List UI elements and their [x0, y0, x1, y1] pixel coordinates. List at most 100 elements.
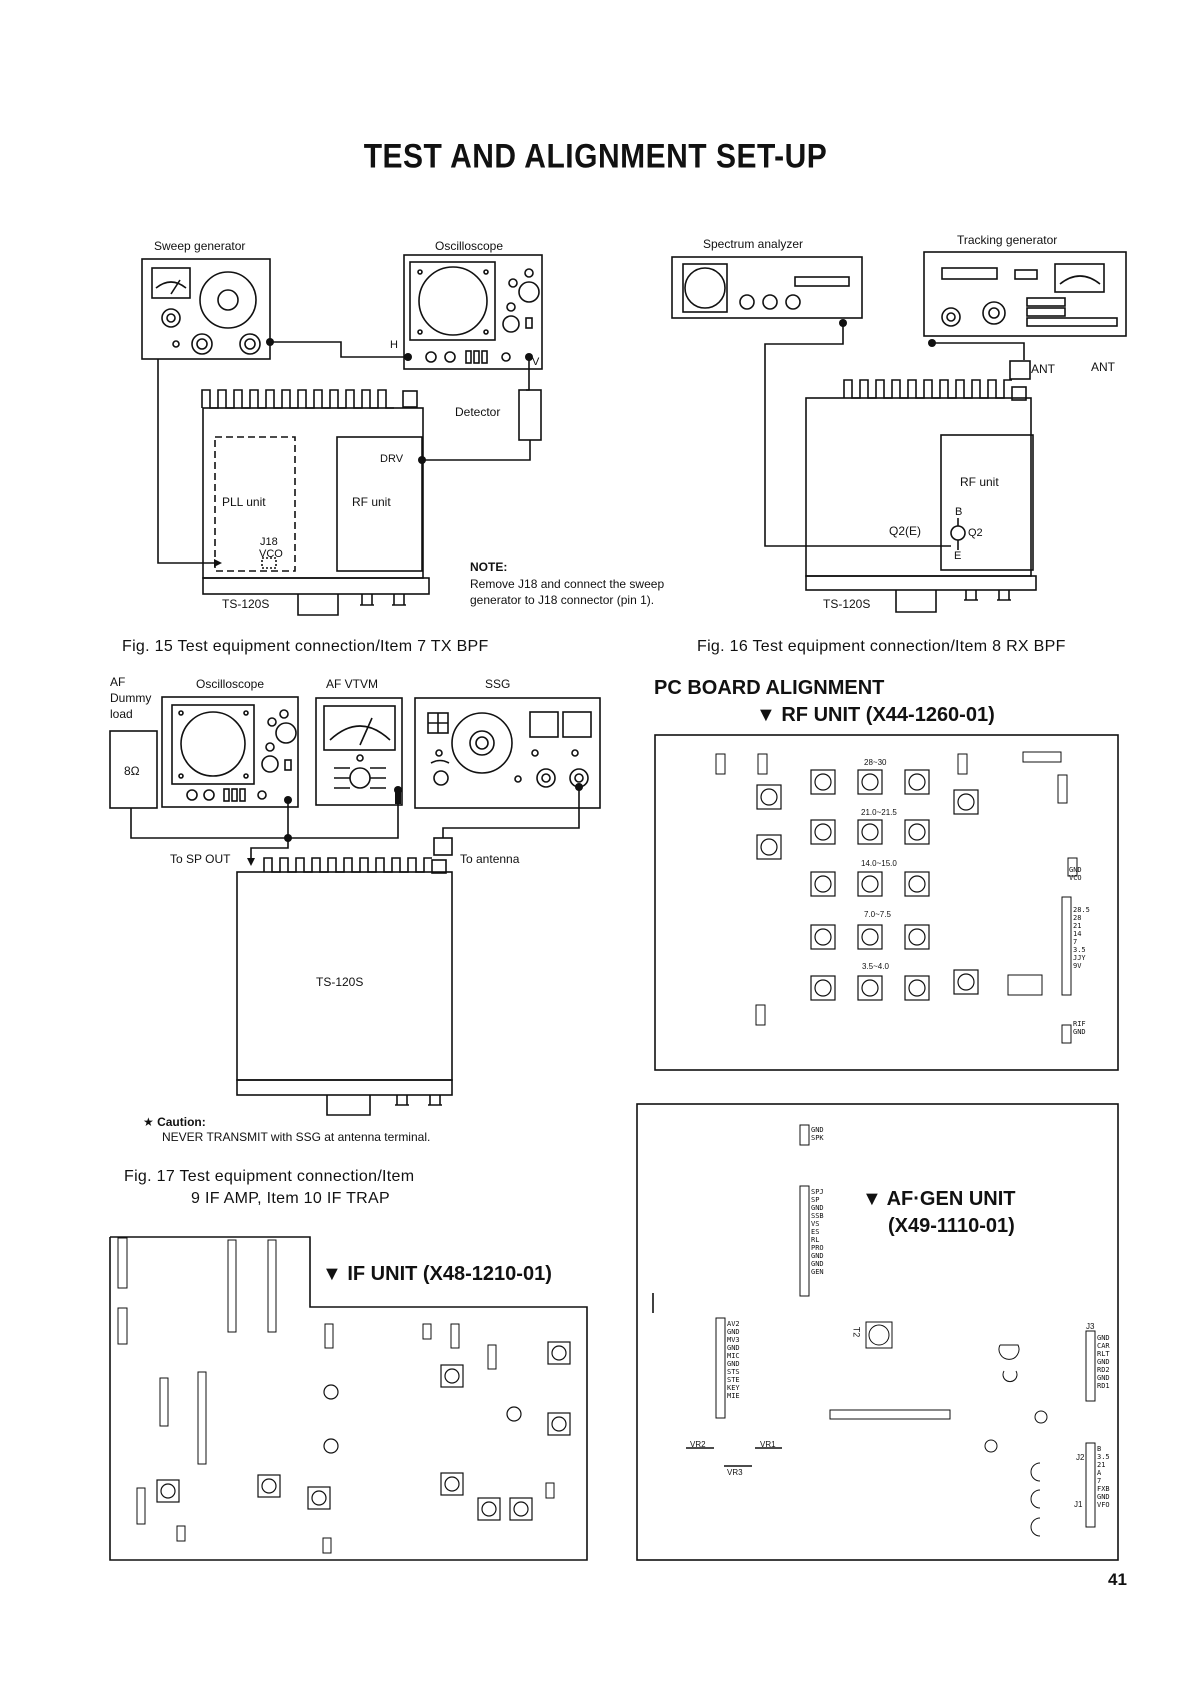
if-part-core	[444, 1476, 460, 1492]
if-vr	[323, 1438, 339, 1454]
af-vtvm-label: AF VTVM	[326, 677, 379, 691]
q2-label: Q2	[968, 527, 983, 539]
rf-unit-heading: ▼ RF UNIT (X44-1260-01)	[756, 704, 995, 726]
rf-coil	[953, 969, 979, 995]
if-part	[307, 1486, 331, 1510]
rf-coil-core	[908, 979, 926, 997]
fig15-caption: Fig. 15 Test equipment connection/Item 7…	[122, 638, 489, 655]
afgen-heading-1: ▼ AF·GEN UNIT	[862, 1188, 1016, 1210]
pc-board-heading: PC BOARD ALIGNMENT	[654, 677, 885, 699]
if-part	[547, 1412, 571, 1436]
j39-pin-2: 28	[1073, 914, 1082, 922]
if-part	[477, 1497, 501, 1521]
rf-coil-core	[814, 823, 832, 841]
af-j-top-pins: GND SPK	[811, 1126, 824, 1142]
fig17-caption-2: 9 IF AMP, Item 10 IF TRAP	[191, 1190, 390, 1207]
q2e-label: Q2(E)	[889, 524, 922, 538]
j40-pins: RIF GND	[1073, 1020, 1086, 1036]
band-14: 14.0~15.0	[861, 859, 897, 868]
j39-pin-3: 21	[1073, 922, 1082, 930]
note-line-1: Remove J18 and connect the sweep	[470, 577, 665, 591]
rf-unit-label: RF unit	[960, 475, 999, 489]
rf-coil-core	[861, 979, 879, 997]
af-j3-label: J3	[1086, 1322, 1095, 1331]
af-t2-label: T2	[851, 1326, 862, 1338]
rf-coil-core	[957, 793, 975, 811]
band-7: 7.0~7.5	[864, 910, 891, 919]
note-heading: NOTE:	[470, 560, 508, 574]
model-label: TS-120S	[823, 597, 871, 611]
af-dummy-label-2: Dummy	[110, 691, 152, 705]
rf-coil	[810, 819, 836, 845]
h-terminal-label: H	[390, 339, 398, 351]
rf-coil-core	[908, 773, 926, 791]
af-j2-label: J2	[1076, 1453, 1085, 1462]
page-number: 41	[1108, 1570, 1127, 1589]
rf-coil	[904, 924, 930, 950]
j5-pin-6: GND	[727, 1360, 740, 1368]
rf-coil-core	[814, 875, 832, 893]
rf-coil	[904, 975, 930, 1001]
if-part-core	[261, 1478, 277, 1494]
rf-coil	[904, 871, 930, 897]
rf-coil-core	[908, 875, 926, 893]
if-part	[257, 1474, 281, 1498]
fig17-caption-1: Fig. 17 Test equipment connection/Item	[124, 1168, 415, 1185]
rf-coil-core	[908, 928, 926, 946]
if-part	[440, 1364, 464, 1388]
j5-pin-10: MIE	[727, 1392, 740, 1400]
rf-coil-core	[861, 823, 879, 841]
rf-coil	[857, 924, 883, 950]
j38-pin-2: VCO	[1069, 874, 1082, 882]
af-j6-pins: SPJ SP GND SSB VS ES RL PRO GND GND GEN	[811, 1188, 824, 1276]
j2-pin-3: 21	[1097, 1461, 1106, 1469]
rf-coil-core	[957, 973, 975, 991]
model-label: TS-120S	[222, 597, 270, 611]
j2-pin-2: 3.5	[1097, 1453, 1110, 1461]
af-dummy-label-1: AF	[110, 675, 126, 689]
sweep-generator-label: Sweep generator	[154, 239, 246, 253]
to-antenna-label: To antenna	[460, 852, 520, 866]
page-title: TEST AND ALIGNMENT SET-UP	[363, 137, 828, 176]
if-part-core	[311, 1490, 327, 1506]
rf-coil	[756, 784, 782, 810]
af-jtop-pin-2: SPK	[811, 1134, 824, 1142]
caution-text: NEVER TRANSMIT with SSG at antenna termi…	[162, 1130, 431, 1144]
fig16-caption: Fig. 16 Test equipment connection/Item 8…	[697, 638, 1066, 655]
rf-coil	[810, 975, 836, 1001]
band-3-5: 3.5~4.0	[862, 962, 889, 971]
j6-pin-5: VS	[811, 1220, 820, 1228]
ant-label-1: ANT	[1031, 362, 1055, 376]
j39-pin-7: JJY	[1073, 954, 1086, 962]
af-vr3-label: VR3	[727, 1468, 743, 1477]
if-vr	[323, 1384, 339, 1400]
af-j1-label: J1	[1074, 1500, 1083, 1509]
if-part-core	[551, 1416, 567, 1432]
if-part-core	[551, 1345, 567, 1361]
b-label: B	[955, 506, 963, 518]
if-part-core	[481, 1501, 497, 1517]
j6-pin-2: SP	[811, 1196, 820, 1204]
rf-coil-core	[861, 773, 879, 791]
j6-pin-11: GEN	[811, 1268, 824, 1276]
rf-coil	[857, 871, 883, 897]
j6-pin-10: GND	[811, 1260, 824, 1268]
if-part-core	[513, 1501, 529, 1517]
j2-pin-4: A	[1097, 1469, 1102, 1477]
caution-heading: ★ Caution:	[143, 1115, 206, 1129]
j39-pin-4: 14	[1073, 930, 1082, 938]
j39-pin-6: 3.5	[1073, 946, 1086, 954]
j18-label: J18	[260, 536, 278, 548]
rf-coil-core	[814, 928, 832, 946]
j6-pin-7: RL	[811, 1236, 820, 1244]
af-jtop-pin-1: GND	[811, 1126, 824, 1134]
j6-pin-4: SSB	[811, 1212, 824, 1220]
rf-coil-core	[814, 979, 832, 997]
rf-coil	[857, 975, 883, 1001]
j5-pin-4: GND	[727, 1344, 740, 1352]
